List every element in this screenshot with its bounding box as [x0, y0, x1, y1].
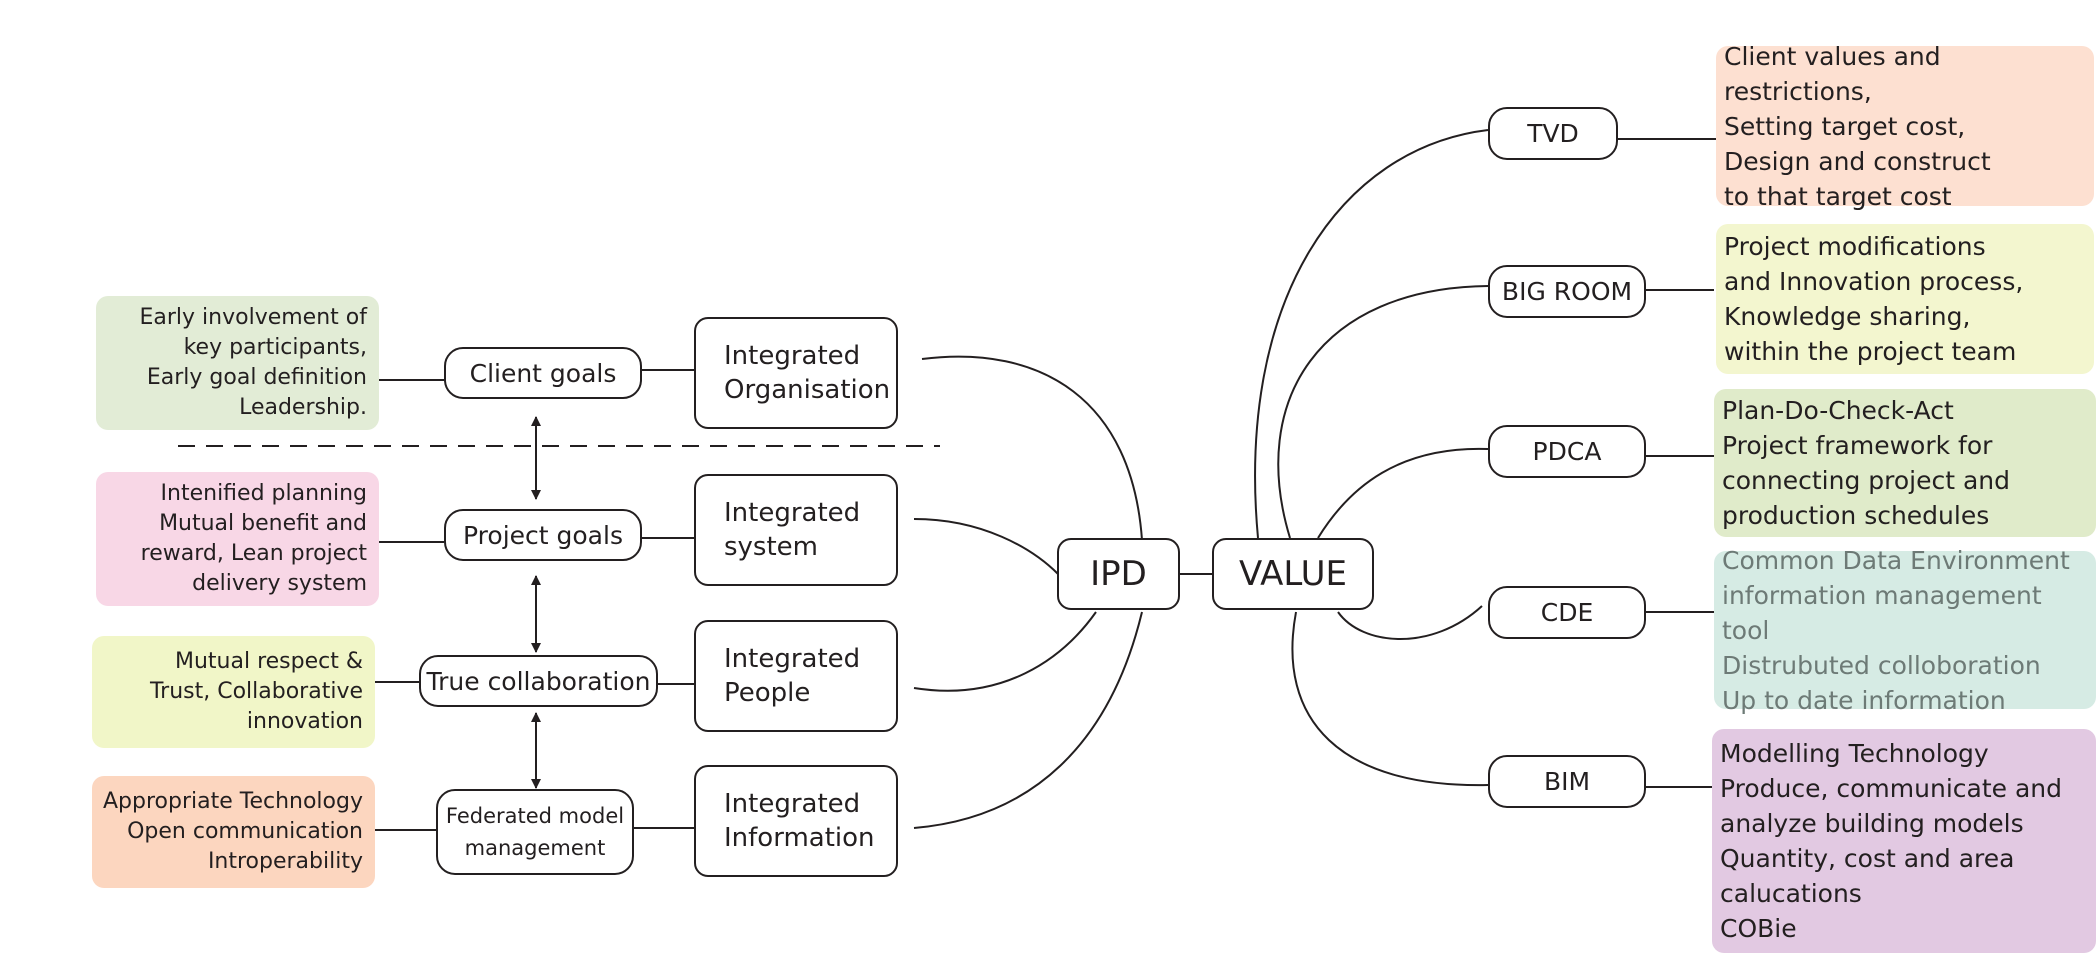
curve-info-ipd — [913, 611, 1143, 829]
node-integrated-people: Integrated People — [694, 620, 898, 732]
node-integrated-information-label: Integrated Information — [724, 789, 875, 853]
node-integrated-system: Integrated system — [694, 474, 898, 586]
node-federated-model: Federated model management — [436, 789, 634, 875]
node-tvd: TVD — [1488, 107, 1618, 160]
curve-people-ipd — [913, 611, 1097, 692]
note-federated-model-text: Appropriate Technology Open communicatio… — [103, 789, 363, 874]
note-federated-model: Appropriate Technology Open communicatio… — [92, 776, 375, 888]
node-integrated-people-label: Integrated People — [724, 644, 861, 708]
curve-value-cde — [1337, 605, 1483, 640]
node-federated-model-label: Federated model management — [445, 804, 625, 860]
note-pdca-text: Plan-Do-Check-Act Project framework for … — [1722, 396, 2011, 530]
note-project-goals: Intenified planning Mutual benefit and r… — [96, 472, 379, 606]
note-cde: Common Data Environment information mana… — [1714, 546, 2096, 715]
node-tvd-label: TVD — [1527, 119, 1579, 148]
node-big-room: BIG ROOM — [1488, 265, 1646, 318]
note-client-goals-text: Early involvement of key participants, E… — [139, 305, 368, 420]
node-true-collaboration: True collaboration — [419, 655, 658, 707]
node-integrated-system-label: Integrated system — [724, 498, 861, 562]
note-tvd: Client values and restrictions, Setting … — [1716, 42, 2094, 211]
node-cde-label: CDE — [1540, 598, 1594, 627]
note-bim: Modelling Technology Produce, communicat… — [1712, 729, 2096, 953]
node-true-collaboration-label: True collaboration — [426, 666, 651, 696]
node-ipd: IPD — [1057, 538, 1180, 610]
node-bim-label: BIM — [1543, 767, 1591, 796]
note-project-goals-text: Intenified planning Mutual benefit and r… — [140, 481, 367, 596]
node-integrated-information: Integrated Information — [694, 765, 898, 877]
curve-value-bim — [1291, 611, 1489, 787]
note-bim-text: Modelling Technology Produce, communicat… — [1720, 739, 2063, 943]
curve-value-tvd — [1254, 129, 1489, 539]
node-pdca: PDCA — [1488, 425, 1646, 478]
node-ipd-label: IPD — [1090, 554, 1147, 594]
node-value: VALUE — [1212, 538, 1374, 610]
note-tvd-text: Client values and restrictions, Setting … — [1724, 41, 1991, 211]
node-integrated-organisation-label: Integrated Organisation — [724, 341, 891, 405]
node-client-goals-label: Client goals — [469, 358, 617, 388]
note-client-goals: Early involvement of key participants, E… — [96, 296, 379, 430]
node-project-goals: Project goals — [444, 509, 642, 561]
curve-value-pdca — [1317, 447, 1489, 539]
note-true-collaboration: Mutual respect & Trust, Collaborative in… — [92, 636, 375, 748]
note-true-collaboration-text: Mutual respect & Trust, Collaborative in… — [149, 649, 363, 734]
curve-value-bigroom — [1277, 285, 1489, 539]
note-pdca: Plan-Do-Check-Act Project framework for … — [1714, 389, 2096, 537]
node-value-label: VALUE — [1239, 554, 1347, 594]
note-big-room-text: Project modifications and Innovation pro… — [1724, 232, 2024, 366]
note-big-room: Project modifications and Innovation pro… — [1716, 224, 2094, 374]
node-integrated-organisation: Integrated Organisation — [694, 317, 898, 429]
node-pdca-label: PDCA — [1532, 437, 1602, 466]
node-bim: BIM — [1488, 755, 1646, 808]
node-client-goals: Client goals — [444, 347, 642, 399]
node-project-goals-label: Project goals — [463, 520, 623, 550]
curve-system-ipd — [913, 518, 1059, 575]
curve-org-ipd — [921, 355, 1143, 541]
node-cde: CDE — [1488, 586, 1646, 639]
node-big-room-label: BIG ROOM — [1501, 277, 1633, 306]
note-cde-text: Common Data Environment information mana… — [1722, 545, 2070, 715]
